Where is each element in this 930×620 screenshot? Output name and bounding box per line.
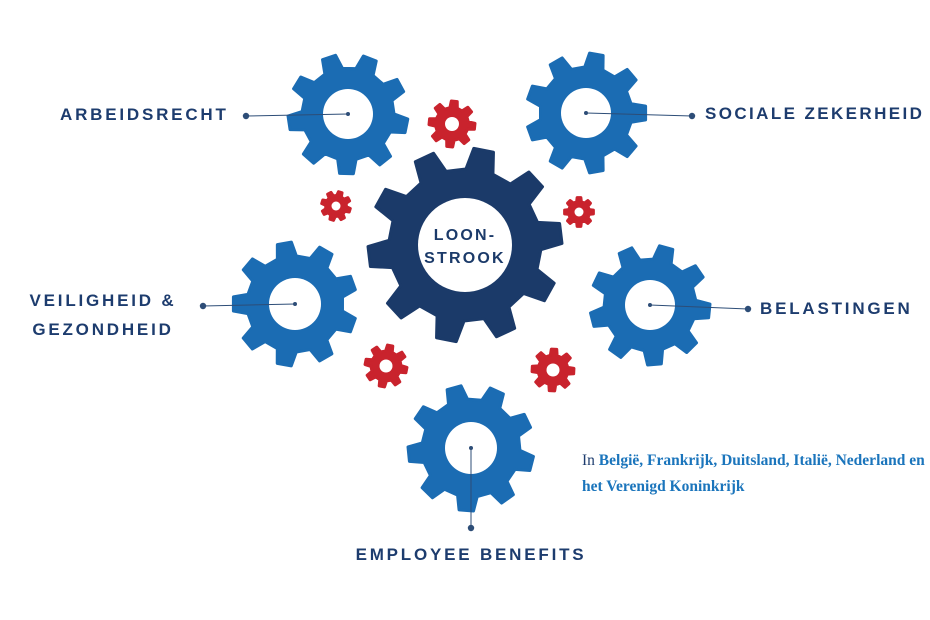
footnote-countries: België, Frankrijk, Duitsland, Italië, Ne… [598,452,925,469]
center-gear-label: LOON- STROOK [424,227,506,267]
label-employee-benefits: EMPLOYEE BENEFITS [355,545,587,564]
label-veiligheid-gezondheid: VEILIGHEID & GEZONDHEID [29,291,177,339]
footnote: In België, Frankrijk, Duitsland, Italië,… [582,448,930,500]
gear-loonstrook [366,146,564,344]
connector-belastingen [648,303,752,313]
gear-red-right-small [563,196,595,228]
label-belastingen: BELASTINGEN [760,299,913,318]
label-sociale-zekerheid: SOCIALE ZEKERHEID [705,104,925,123]
connector-sociale-zekerheid [584,111,696,120]
gear-red-bottom-right [530,347,576,393]
gear-red-left-small [320,190,352,222]
connector-employee-benefits [467,446,475,532]
connector-arbeidsrecht [242,112,350,120]
gear-red-bottom-left [363,343,409,389]
label-arbeidsrecht: ARBEIDSRECHT [60,105,229,124]
footnote-prefix: In [582,452,599,469]
connector-veiligheid-gezondheid [199,302,297,310]
footnote-line1: In België, Frankrijk, Duitsland, Italië,… [582,448,930,474]
footnote-line2: het Verenigd Koninkrijk [582,478,745,495]
gear-red-top-center [427,99,477,149]
